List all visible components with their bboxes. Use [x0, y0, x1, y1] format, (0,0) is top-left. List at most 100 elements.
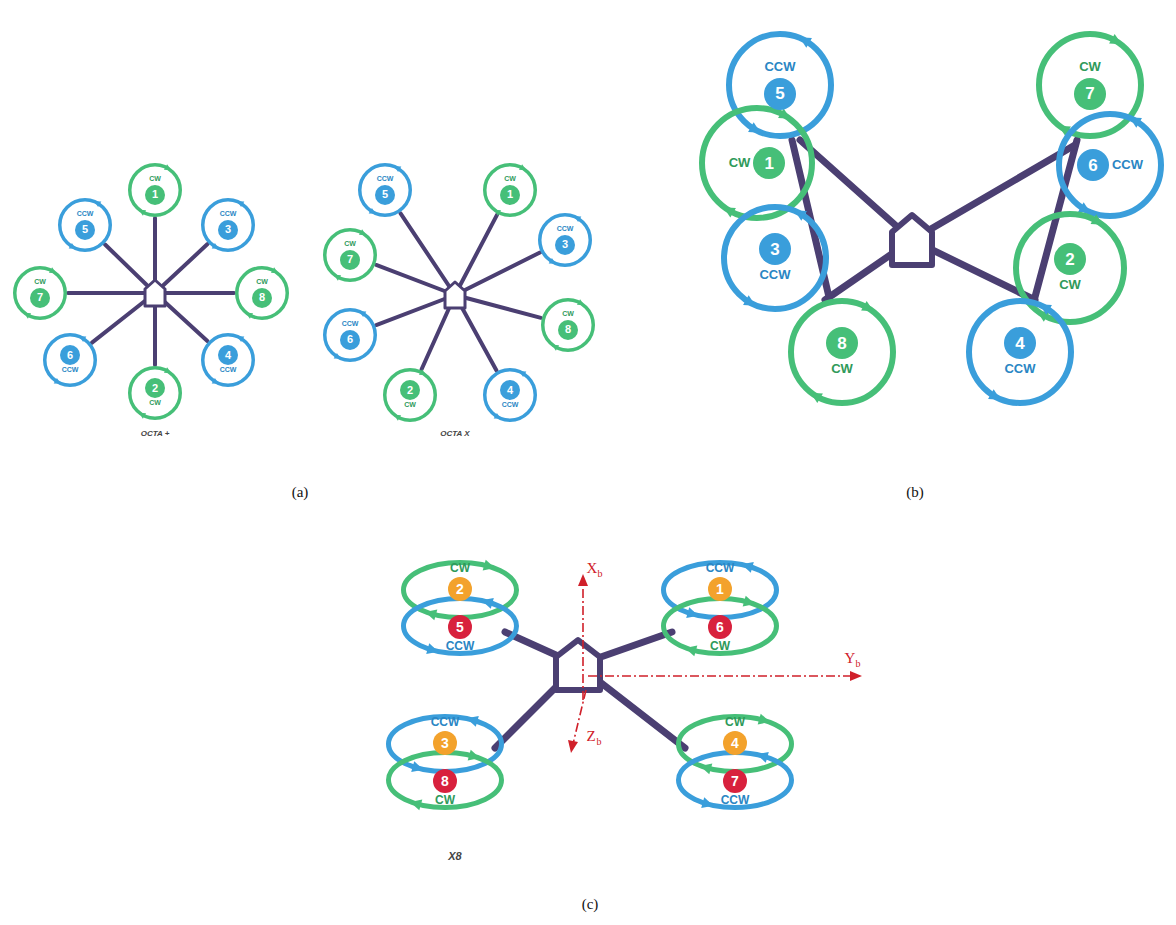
rotation-arrowhead: [757, 752, 769, 763]
rotation-arrowhead: [334, 353, 341, 359]
motor-number: 8: [433, 769, 457, 793]
rotation-label: CCW: [431, 716, 460, 730]
motor-number: 1: [753, 147, 785, 179]
propeller-ring: CW8: [540, 297, 596, 353]
propeller-ring: CCW5: [725, 30, 835, 140]
motor-number: 4: [500, 380, 520, 400]
motor-number: 2: [1054, 243, 1086, 275]
propeller-ring: 6CW: [660, 595, 780, 657]
frame-hub: [556, 640, 600, 690]
rotation-arrowhead: [49, 267, 56, 273]
ring-line: [1059, 114, 1161, 216]
ring-line: [729, 34, 831, 136]
ring-line: [485, 370, 536, 421]
propeller-ring: 6CCW: [42, 332, 98, 388]
rotation-label: CCW: [77, 210, 94, 218]
motor-number: 7: [340, 250, 360, 270]
ring-outline: [1055, 110, 1165, 220]
rotation-arrowhead: [1129, 117, 1141, 127]
rotation-arrowhead: [334, 275, 341, 281]
motor-number: 5: [75, 220, 95, 240]
propeller-ring: CW7: [12, 265, 68, 321]
rotation-arrowhead: [1078, 202, 1090, 212]
rotation-arrowhead: [54, 378, 61, 384]
rotation-label: CCW: [1004, 362, 1035, 377]
rotation-label: CW: [504, 175, 516, 183]
rotation-arrowhead: [212, 243, 219, 249]
rotation-label: CW: [256, 278, 268, 286]
propeller-ring: 4CCW: [200, 332, 256, 388]
configuration-name: X8: [448, 850, 461, 862]
rotation-arrowhead: [748, 122, 760, 132]
rotation-label: CW: [344, 240, 356, 248]
rotation-arrowhead: [577, 299, 584, 305]
rotation-arrowhead: [468, 750, 480, 761]
axis-label: Z: [586, 728, 595, 745]
propeller-ring: CW1: [698, 104, 816, 222]
ring-line: [389, 753, 502, 808]
rotation-label: CW: [149, 399, 161, 407]
motor-number: 6: [708, 615, 732, 639]
ring-line: [404, 599, 517, 654]
motor-number: 6: [340, 330, 360, 350]
propeller-ring: CCW6: [322, 307, 378, 363]
axis-label: b: [856, 658, 861, 669]
propeller-ring: CCW3: [537, 212, 593, 268]
ring-line: [724, 207, 826, 309]
axis-label: X: [587, 560, 598, 577]
propeller-ring: 7CCW: [675, 749, 795, 811]
propeller-ring: CCW 5: [57, 197, 113, 253]
frame-arm: [376, 265, 455, 295]
rotation-label: CCW: [220, 366, 237, 374]
arrowhead: [850, 671, 862, 681]
ring-line: [15, 268, 66, 319]
rotation-label: CCW: [377, 175, 394, 183]
rotation-arrowhead: [799, 37, 811, 47]
rotation-label: CCW: [502, 401, 519, 409]
rotation-label: CW: [34, 278, 46, 286]
ring-line: [664, 599, 777, 654]
rotation-arrowhead: [419, 369, 426, 375]
rotation-label: CW: [450, 562, 470, 576]
panel-letter: (a): [292, 484, 309, 501]
rotation-label: CCW: [706, 562, 735, 576]
rotation-arrowhead: [988, 389, 1000, 399]
rotation-arrowhead: [494, 413, 501, 419]
rotation-arrowhead: [778, 108, 790, 118]
ring-line: [237, 268, 288, 319]
ring-line: [203, 335, 254, 386]
motor-number: 8: [558, 320, 578, 340]
ring-line: [389, 717, 502, 772]
propeller-ring: CCW3: [200, 197, 256, 253]
ring-line: [203, 200, 254, 251]
ring-line: [130, 165, 181, 216]
ring-line: [130, 368, 181, 419]
propeller-ring: 2CW: [382, 367, 438, 423]
axis-arrowheads: [568, 574, 862, 753]
rotation-label: CW: [435, 794, 455, 808]
rotation-label: CCW: [446, 640, 475, 654]
frame-arm: [912, 145, 1075, 240]
motor-number: 6: [60, 345, 80, 365]
rotation-label: CCW: [557, 225, 574, 233]
motor-number: 7: [1074, 78, 1106, 110]
motor-number: 7: [723, 769, 747, 793]
frame-hub: [445, 282, 465, 308]
frame-arm: [455, 253, 540, 295]
rotation-arrowhead: [574, 216, 581, 222]
configuration-name: OCTA X: [440, 430, 469, 439]
propeller-ring: 4CCW: [482, 367, 538, 423]
rotation-arrowhead: [212, 378, 219, 384]
motor-number: 6: [1077, 149, 1109, 181]
axis-line: [573, 690, 586, 744]
ring-line: [969, 301, 1071, 403]
motor-number: 3: [433, 731, 457, 755]
motor-number: 3: [218, 220, 238, 240]
propeller-ring: CCW3: [385, 713, 505, 775]
propeller-ring: 3CCW: [720, 203, 830, 313]
rotation-arrowhead: [1091, 214, 1103, 224]
motor-number: 4: [218, 345, 238, 365]
propeller-ring: CW2: [400, 559, 520, 621]
rotation-arrowhead: [369, 208, 376, 214]
